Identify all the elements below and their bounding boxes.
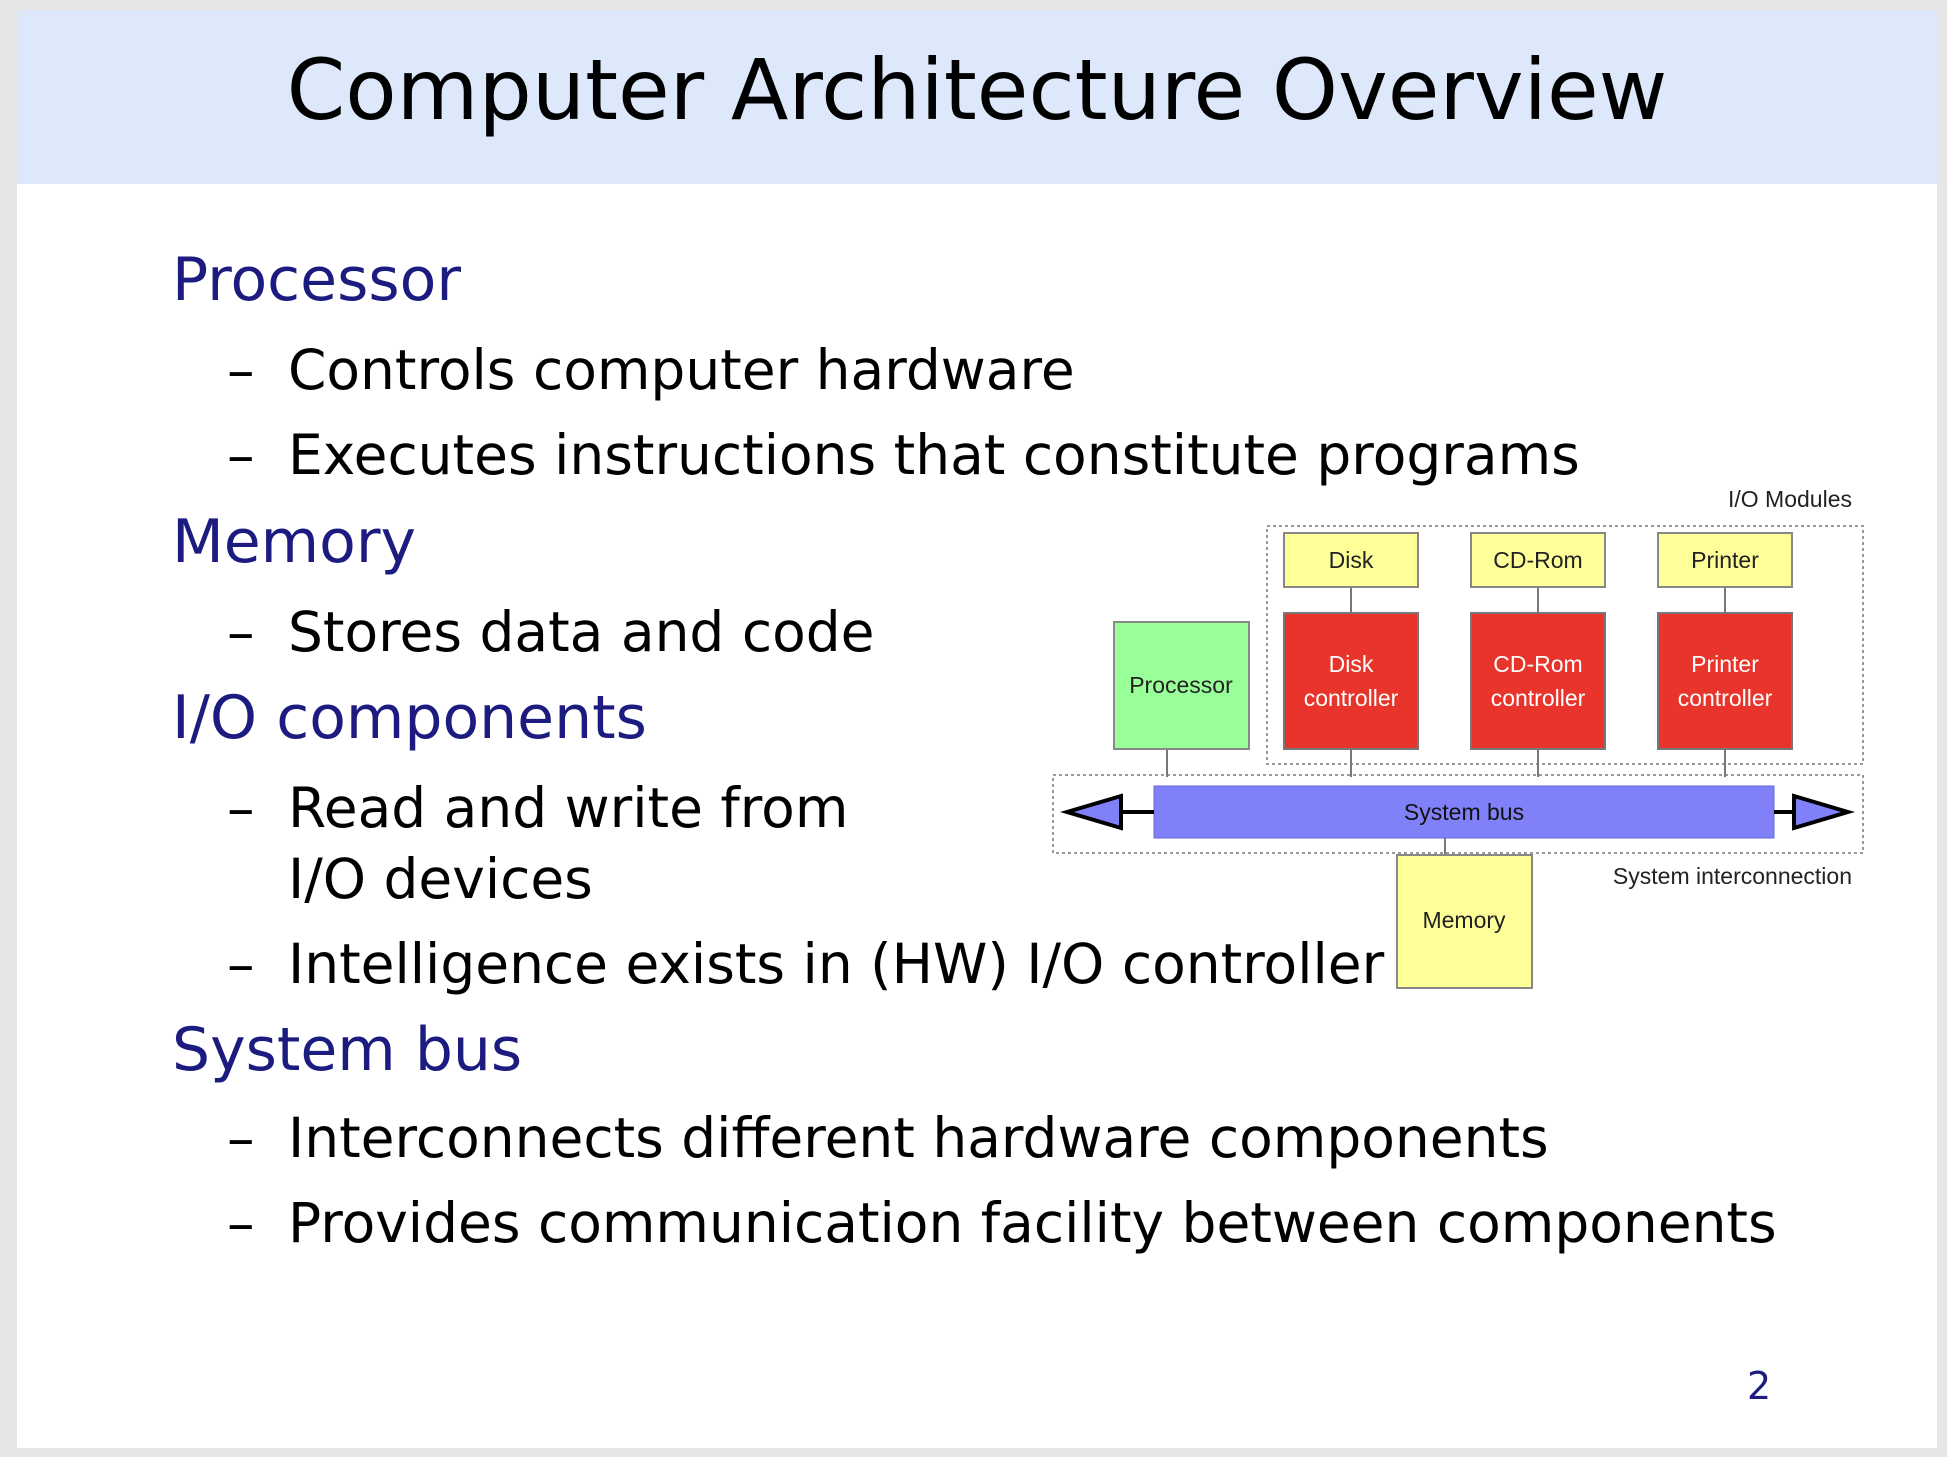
io-modules-label: I/O Modules xyxy=(1728,486,1852,512)
slide: Computer Architecture Overview Processor… xyxy=(17,10,1937,1448)
processor-label: Processor xyxy=(1129,672,1233,698)
system-interconnection-label: System interconnection xyxy=(1613,863,1852,889)
architecture-diagram: I/O Modules System interconnection Disk … xyxy=(1052,486,1864,989)
bullet-marker: – xyxy=(227,423,255,487)
bullet-item: – Read and write from I/O devices xyxy=(227,773,848,915)
disk-controller-label-line1: Disk xyxy=(1329,651,1374,677)
system-interconnection-frame xyxy=(1052,774,1864,854)
memory-label: Memory xyxy=(1422,907,1506,933)
heading-io-components: I/O components xyxy=(172,683,647,753)
printer-device-box xyxy=(1657,532,1793,588)
processor-box xyxy=(1113,621,1250,750)
bullet-item: – Interconnects different hardware compo… xyxy=(227,1103,1549,1174)
memory-box xyxy=(1396,854,1533,989)
heading-memory: Memory xyxy=(172,507,417,577)
disk-device-box xyxy=(1283,532,1419,588)
io-modules-frame xyxy=(1266,525,1864,765)
printer-controller-label-line2: controller xyxy=(1678,685,1773,711)
heading-processor: Processor xyxy=(172,245,461,315)
disk-device-label: Disk xyxy=(1329,547,1374,573)
bullet-text: Stores data and code xyxy=(288,600,875,664)
bullet-marker: – xyxy=(227,338,255,402)
bullet-text: Intelligence exists in (HW) I/O controll… xyxy=(288,932,1385,996)
printer-device-label: Printer xyxy=(1691,547,1759,573)
bullet-text: Controls computer hardware xyxy=(288,338,1075,402)
system-bus-label: System bus xyxy=(1404,799,1524,825)
printer-controller-box xyxy=(1657,612,1793,750)
bullet-marker: – xyxy=(227,932,255,996)
title-band xyxy=(17,10,1937,184)
bullet-item: – Intelligence exists in (HW) I/O contro… xyxy=(227,929,1384,1000)
bullet-item: – Executes instructions that constitute … xyxy=(227,420,1580,491)
bullet-marker: – xyxy=(227,600,255,664)
cdrom-controller-box xyxy=(1470,612,1606,750)
bullet-text: Provides communication facility between … xyxy=(288,1191,1777,1255)
bullet-item: – Controls computer hardware xyxy=(227,335,1075,406)
bullet-item: – Provides communication facility betwee… xyxy=(227,1188,1777,1259)
bullet-text: Interconnects different hardware compone… xyxy=(288,1106,1549,1170)
bullet-text: Read and write from I/O devices xyxy=(288,776,849,911)
system-bus-bar xyxy=(1153,785,1775,839)
cdrom-device-label: CD-Rom xyxy=(1493,547,1582,573)
slide-title: Computer Architecture Overview xyxy=(286,41,1668,139)
cdrom-device-box xyxy=(1470,532,1606,588)
cdrom-controller-label-line2: controller xyxy=(1491,685,1586,711)
bullet-marker: – xyxy=(227,776,255,840)
bullet-text: Executes instructions that constitute pr… xyxy=(288,423,1580,487)
bullet-item: – Stores data and code xyxy=(227,597,874,668)
cdrom-controller-label-line1: CD-Rom xyxy=(1493,651,1582,677)
printer-controller-label-line1: Printer xyxy=(1691,651,1759,677)
heading-system-bus: System bus xyxy=(172,1015,523,1085)
disk-controller-box xyxy=(1283,612,1419,750)
bullet-marker: – xyxy=(227,1106,255,1170)
page-number: 2 xyxy=(1747,1364,1772,1408)
disk-controller-label-line2: controller xyxy=(1304,685,1399,711)
bullet-marker: – xyxy=(227,1191,255,1255)
bus-right-arrow-icon xyxy=(1792,793,1856,831)
bus-left-arrow-icon xyxy=(1059,793,1123,831)
